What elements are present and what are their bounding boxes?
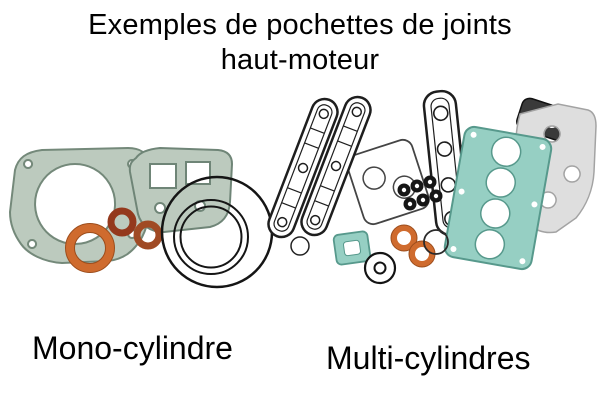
orange-o-ring-outer-rim <box>65 223 115 273</box>
copper-washer-small-1 <box>107 207 137 237</box>
black-ring-medium-outer <box>173 199 249 275</box>
title-line-1: Exemples de pochettes de joints <box>88 9 512 41</box>
gasket-kits-photo <box>8 89 597 289</box>
page-title: Exemples de pochettes de joints haut-mot… <box>0 8 600 79</box>
black-ring-medium-inner <box>179 205 243 269</box>
copper-washer-small-2 <box>133 220 163 250</box>
valve-stem-seals <box>397 175 443 211</box>
small-white-ring <box>290 236 310 256</box>
thin-black-ring-right <box>423 229 449 255</box>
round-seal <box>363 251 397 285</box>
mono-head-gasket <box>8 146 152 265</box>
mono-cylinder-gasket-group <box>8 146 274 289</box>
multi-head-gasket <box>443 125 553 271</box>
multi-cylinder-gasket-group <box>267 89 597 285</box>
orange-ring-right-2 <box>409 241 435 267</box>
orange-ring-right-1-rim <box>390 224 418 252</box>
orange-ring-right-1 <box>391 225 417 251</box>
cam-cover-gasket-1 <box>267 97 339 239</box>
caption-multi-cylindres: Multi-cylindres <box>326 340 531 376</box>
small-teal-gasket <box>332 230 372 266</box>
orange-o-ring-inner-rim <box>74 232 106 264</box>
title-line-2: haut-moteur <box>220 44 380 77</box>
cam-cover-gasket-2 <box>300 95 372 237</box>
orange-o-ring <box>65 223 115 273</box>
caption-mono-cylindre: Mono-cylindre <box>32 330 233 366</box>
